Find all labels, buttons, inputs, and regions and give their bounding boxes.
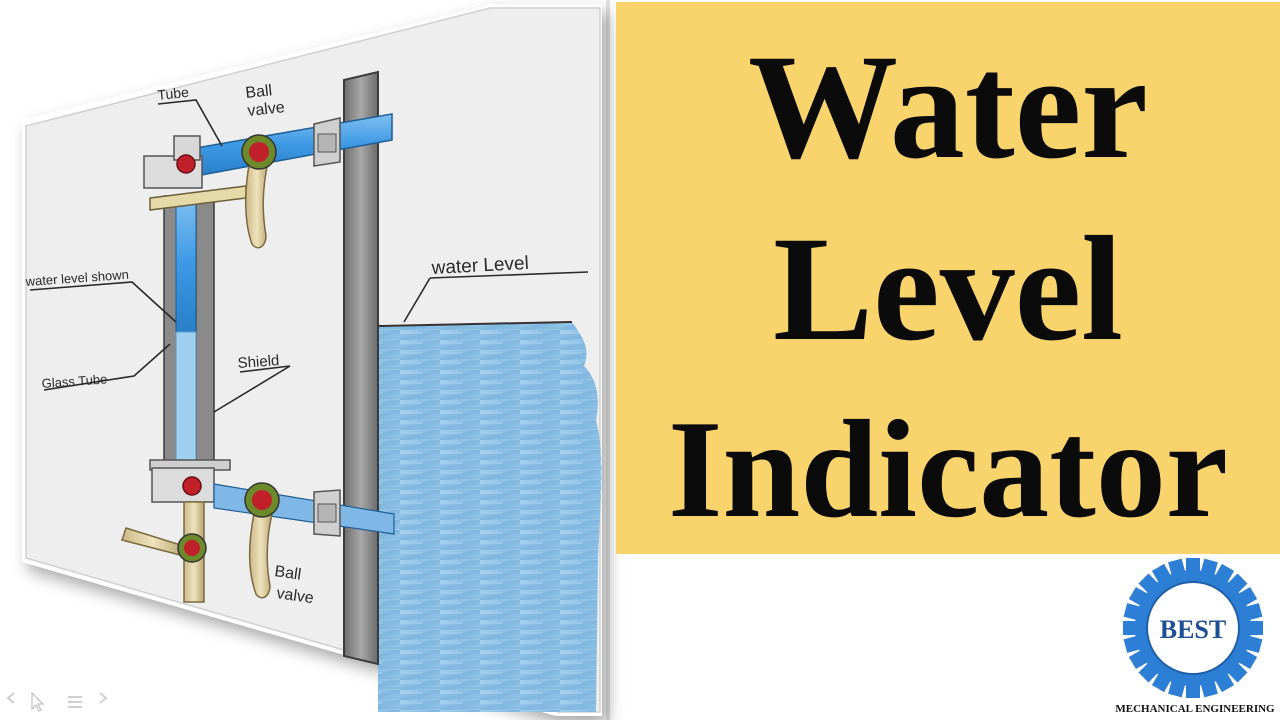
gear-tooth — [1186, 558, 1200, 574]
drain-valve-center — [184, 540, 200, 556]
presentation-nav[interactable] — [6, 691, 108, 712]
label-ball-valve-bottom-1: Ball — [273, 563, 302, 584]
shield-right — [195, 195, 215, 463]
bottom-ball-valve — [244, 482, 280, 599]
prev-arrow-icon[interactable] — [6, 692, 15, 704]
gear-tooth — [1186, 682, 1200, 698]
next-arrow-icon[interactable] — [99, 692, 108, 704]
label-shield: Shield — [237, 352, 280, 372]
water-surface-line — [377, 321, 573, 327]
water-level-leader — [403, 277, 431, 323]
sheet-border — [25, 7, 601, 713]
title-line-water: Water — [748, 24, 1148, 190]
bottom-fitting-plug — [182, 476, 202, 496]
glass-tube-empty — [175, 195, 197, 333]
label-ball-valve-top-1: Ball — [245, 82, 273, 102]
bottom-fitting-body — [151, 467, 215, 503]
bottom-wall-nut-face — [317, 503, 337, 523]
label-ball-valve-top-2: valve — [247, 99, 286, 120]
water-level-underline — [429, 271, 589, 279]
bottom-valve-handle — [249, 513, 273, 599]
top-ball-valve — [241, 134, 277, 249]
logo-center-text: BEST — [1160, 615, 1227, 644]
top-fitting-plug — [176, 154, 196, 174]
boiler-wall — [343, 70, 379, 666]
title-panel: Water Level Indicator — [616, 2, 1280, 554]
label-water-level: water Level — [430, 253, 529, 279]
water-level-shown-leader — [29, 281, 177, 323]
leader-lines — [29, 99, 589, 413]
logo-caption: MECHANICAL ENGINEERING — [1115, 703, 1275, 715]
top-wall-nut-face — [317, 133, 337, 153]
title-line-level: Level — [773, 206, 1123, 372]
diagram-labels: Tube Ball valve water level shown Glass … — [24, 82, 529, 607]
glass-tube-leader — [43, 343, 171, 391]
shield-leader — [213, 365, 291, 413]
top-valve-handle — [245, 159, 269, 249]
gear-tooth — [1123, 621, 1139, 635]
top-fitting — [143, 135, 247, 211]
label-tube: Tube — [157, 84, 190, 103]
gauge-column — [163, 195, 215, 463]
menu-icon[interactable] — [68, 696, 82, 708]
glass-tube-water — [175, 331, 197, 463]
title-line-indicator: Indicator — [668, 392, 1228, 547]
pointer-icon[interactable] — [31, 691, 45, 712]
bottom-fitting — [121, 459, 231, 603]
label-water-level-shown: water level shown — [24, 267, 129, 289]
gear-inner — [1146, 581, 1240, 675]
top-valve-center — [249, 142, 269, 162]
water-tank — [377, 321, 602, 712]
tube-leader — [157, 99, 223, 147]
bottom-valve-center — [252, 490, 272, 510]
wall-plate — [343, 70, 379, 666]
label-ball-valve-bottom-2: valve — [275, 585, 314, 607]
label-glass-tube: Glass Tube — [41, 371, 108, 391]
water-body — [378, 322, 602, 712]
best-logo: BEST — [1123, 558, 1263, 698]
gear-tooth — [1247, 621, 1263, 635]
